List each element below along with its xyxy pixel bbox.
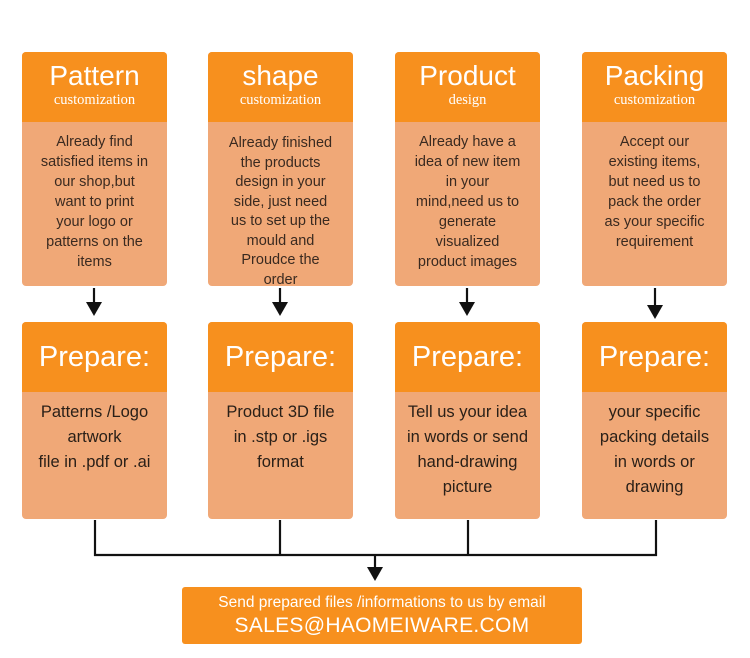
shape-customization-card: shape customization Already finished the… [208,52,353,286]
prepare-line: Patterns /Logo [40,403,149,421]
product-design-card: Product design Already have a idea of ne… [395,52,540,286]
description-line: as your specific [604,214,705,230]
prepare-card: Prepare: your specific packing details i… [582,322,727,519]
description-line: side, just need [233,193,328,210]
description-line: mind,need us to [415,194,520,210]
card-title: Packing [604,60,705,91]
card-title: Pattern [49,60,140,91]
prepare-line: in words or send [406,428,529,446]
card-subtitle: design [448,92,487,108]
down-arrow-icon [86,302,102,316]
prepare-line: drawing [625,478,684,496]
description-line: requirement [615,234,694,250]
pattern-customization-card: Pattern customization Already find satis… [22,52,167,286]
description-line: but need us to [608,174,701,190]
down-arrow-icon [367,567,383,581]
prepare-card: Prepare: Tell us your idea in words or s… [395,322,540,519]
prepare-line: hand-drawing [417,453,518,471]
card-description: Already finished the products design in … [208,122,353,286]
card-description: Already find satisfied items in our shop… [22,122,167,272]
description-line: want to print [55,194,134,210]
prepare-label: Prepare: [582,322,727,392]
description-line: product images [417,254,518,270]
description-line: satisfied items in [40,154,149,170]
prepare-line: format [257,453,304,471]
prepare-card: Prepare: Patterns /Logo artwork file in … [22,322,167,519]
card-subtitle: customization [239,92,322,108]
description-line: mould and [246,232,315,249]
down-arrow-icon [459,302,475,316]
prepare-details: your specific packing details in words o… [582,392,727,500]
prepare-line: Product 3D file [226,403,335,421]
prepare-line: Tell us your idea [407,403,528,421]
prepare-line: in words or [614,453,695,471]
description-line: our shop,but [54,174,135,190]
description-line: your logo or [56,214,133,230]
description-line: Already have a [419,134,516,150]
down-arrow-icon [647,305,663,319]
prepare-line: file in .pdf or .ai [38,453,151,471]
card-subtitle: customization [53,92,136,108]
description-line: order [263,271,298,287]
description-line: items [77,254,112,270]
card-header: shape customization [208,52,353,122]
prepare-line: picture [442,478,493,496]
prepare-details: Product 3D file in .stp or .igs format [208,392,353,475]
description-line: design in your [235,174,326,190]
prepare-line: in .stp or .igs [233,428,328,446]
prepare-label: Prepare: [208,322,353,392]
description-line: visualized [435,234,500,250]
description-line: pack the order [608,194,701,210]
prepare-details: Tell us your idea in words or send hand-… [395,392,540,500]
prepare-card: Prepare: Product 3D file in .stp or .igs… [208,322,353,519]
prepare-details: Patterns /Logo artwork file in .pdf or .… [22,392,167,475]
packing-customization-card: Packing customization Accept our existin… [582,52,727,286]
prepare-line: packing details [599,428,710,446]
description-line: us to set up the [230,213,331,229]
description-line: Already find [56,134,133,150]
prepare-line: artwork [67,428,122,446]
description-line: idea of new item [414,154,521,170]
description-line: Already finished [228,135,333,151]
email-address-link[interactable]: SALES@HAOMEIWARE.COM [234,614,530,637]
description-line: generate [438,214,497,230]
card-title: shape [242,60,319,91]
card-description: Accept our existing items, but need us t… [582,122,727,252]
card-subtitle: customization [613,92,696,108]
description-line: in your [445,174,490,190]
description-line: the products [240,154,321,171]
cta-instruction: Send prepared files /informations to us … [218,594,546,611]
down-arrow-icon [272,302,288,316]
card-header: Pattern customization [22,52,167,122]
description-line: Accept our [619,134,690,150]
card-title: Product [419,60,516,91]
description-line: Proudce the [241,252,320,268]
card-header: Product design [395,52,540,122]
email-cta-banner: Send prepared files /informations to us … [182,587,582,644]
card-description: Already have a idea of new item in your … [395,122,540,272]
description-line: existing items, [608,154,701,170]
prepare-label: Prepare: [395,322,540,392]
card-header: Packing customization [582,52,727,122]
description-line: patterns on the [46,234,143,250]
prepare-line: your specific [608,403,701,421]
prepare-label: Prepare: [22,322,167,392]
